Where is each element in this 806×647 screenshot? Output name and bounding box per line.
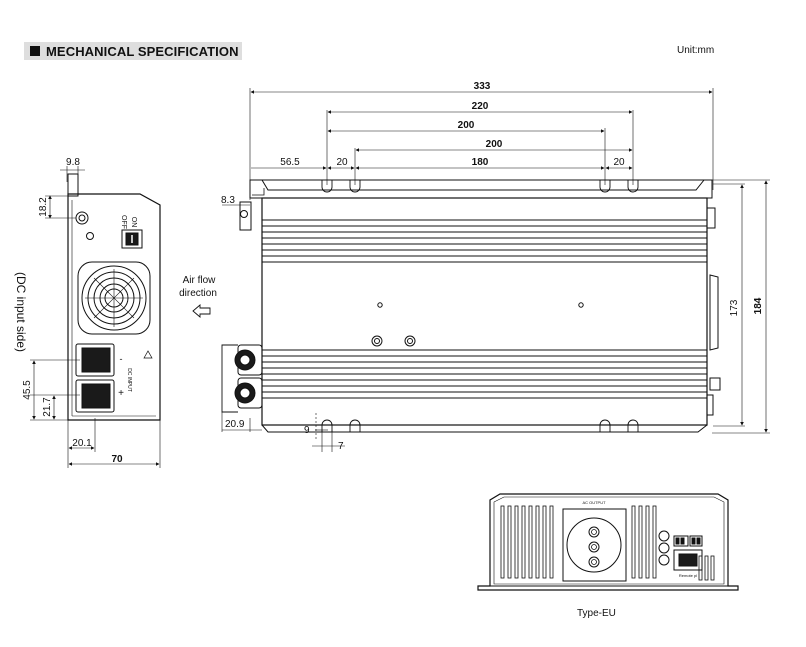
dim-overall-height: 184	[753, 297, 764, 314]
switch-on-label: ON	[130, 217, 137, 228]
dim-hole-span-180: 180	[472, 157, 489, 168]
unit-label: Unit:mm	[677, 45, 715, 56]
dim-bottom-70: 70	[111, 454, 123, 465]
dim-foot-8-3: 8.3	[221, 195, 235, 206]
dim-bottom-20-1: 20.1	[72, 438, 92, 449]
dim-left-18-2: 18.2	[38, 197, 49, 217]
front-view-caption: Type-EU	[577, 608, 616, 619]
dim-slot-9: 9	[304, 425, 310, 436]
dc-input-text: DC INPUT	[126, 368, 132, 392]
dim-hole-gap-left: 20	[336, 157, 348, 168]
airflow-label-1: Air flow	[183, 275, 217, 286]
header-square-icon	[30, 46, 40, 56]
plus-sign: +	[118, 388, 124, 399]
airflow-label-2: direction	[179, 288, 217, 299]
switch-off-label: OFF	[120, 215, 127, 229]
front-view	[477, 493, 739, 591]
remote-label: Remote pl	[679, 573, 697, 578]
dim-holes-200-outer: 200	[458, 120, 475, 131]
dim-holes-200-inner: 200	[486, 139, 503, 150]
dim-hole-gap-right: 20	[613, 157, 625, 168]
dim-top-9-8: 9.8	[66, 157, 80, 168]
dim-slot-7: 7	[338, 441, 344, 452]
dim-overall-width: 333	[474, 81, 491, 92]
dim-bottom-20-9: 20.9	[225, 419, 245, 430]
side-view	[30, 166, 161, 468]
section-title: MECHANICAL SPECIFICATION	[46, 43, 239, 59]
dim-holes-220: 220	[472, 101, 489, 112]
section-header: MECHANICAL SPECIFICATION	[24, 42, 242, 60]
minus-sign: -	[120, 354, 123, 364]
dim-left-45-5: 45.5	[22, 380, 33, 400]
dc-input-side-label: (DC input side)	[14, 272, 28, 352]
dim-inner-height: 173	[729, 299, 740, 316]
dim-left-offset: 56.5	[280, 157, 300, 168]
dim-left-21-7: 21.7	[42, 397, 53, 417]
ac-output-label: AC OUTPUT	[582, 500, 606, 505]
top-view	[192, 88, 770, 452]
